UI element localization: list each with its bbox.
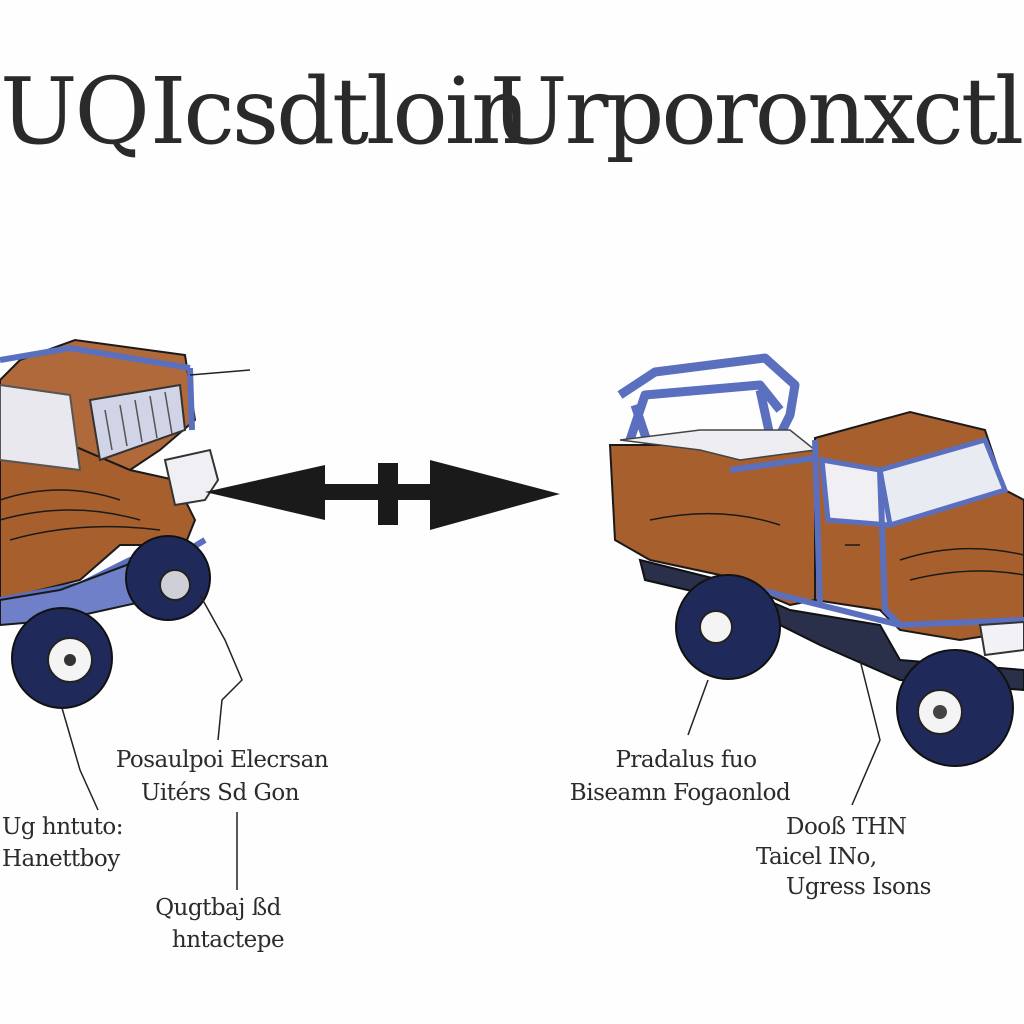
left-truck-grille-lines [104, 391, 173, 451]
double-arrow [205, 460, 560, 530]
title-part-middle: Icsdtloin [150, 58, 530, 165]
right-truck-door-window [819, 456, 894, 528]
label-left-far-line2: Hanettboy [2, 846, 120, 872]
right-truck-front-hub-center [933, 705, 947, 719]
arrow-right-head [430, 460, 560, 530]
diagram-title: UQ Icsdtloin Urporonxctlon [0, 52, 1024, 172]
right-truck-body-lines [649, 512, 1024, 581]
label-right-far-line3: Ugress Isons [786, 874, 931, 900]
arrow-left-head [205, 465, 325, 520]
left-truck-rear-hub [159, 569, 191, 601]
right-truck-frame [729, 439, 1024, 629]
left-truck-front-hub-center [64, 654, 76, 666]
right-truck-rear-hub [699, 610, 733, 644]
label-right-center-line2: Biseamn Fogaonlod [569, 780, 791, 806]
label-left-bottom-line2: hntactepe [171, 927, 285, 953]
left-truck-grille [88, 383, 187, 462]
right-leader-lines [687, 659, 881, 806]
label-right-center-line1: Pradalus fuo [615, 747, 757, 773]
title-part-right: Urporonxctlon [490, 58, 1024, 165]
right-truck-illustration [608, 353, 1024, 806]
left-truck-illustration [0, 338, 251, 890]
label-left-bottom-line1: Qugtbaj ßd [155, 895, 281, 921]
left-leader-lines [61, 369, 251, 890]
label-left-far-line1: Ug hntuto: [2, 814, 123, 840]
label-left-center-line2: Uitérs Sd Gon [140, 780, 300, 806]
left-truck-body-lines [0, 489, 161, 541]
left-truck-fender [163, 448, 220, 507]
label-right-far-line1: Dooß THN [786, 814, 907, 840]
left-truck-windshield [0, 383, 82, 472]
right-truck-bumper [978, 620, 1024, 657]
label-right-far-line2: Taicel INo, [756, 844, 877, 870]
right-truck-roll-cage [617, 353, 800, 452]
arrow-middle-bar [378, 463, 398, 525]
label-left-center-line1: Posaulpoi Elecrsan [115, 747, 329, 773]
right-truck-cab [814, 410, 1024, 642]
title-part-left: UQ [0, 58, 150, 165]
